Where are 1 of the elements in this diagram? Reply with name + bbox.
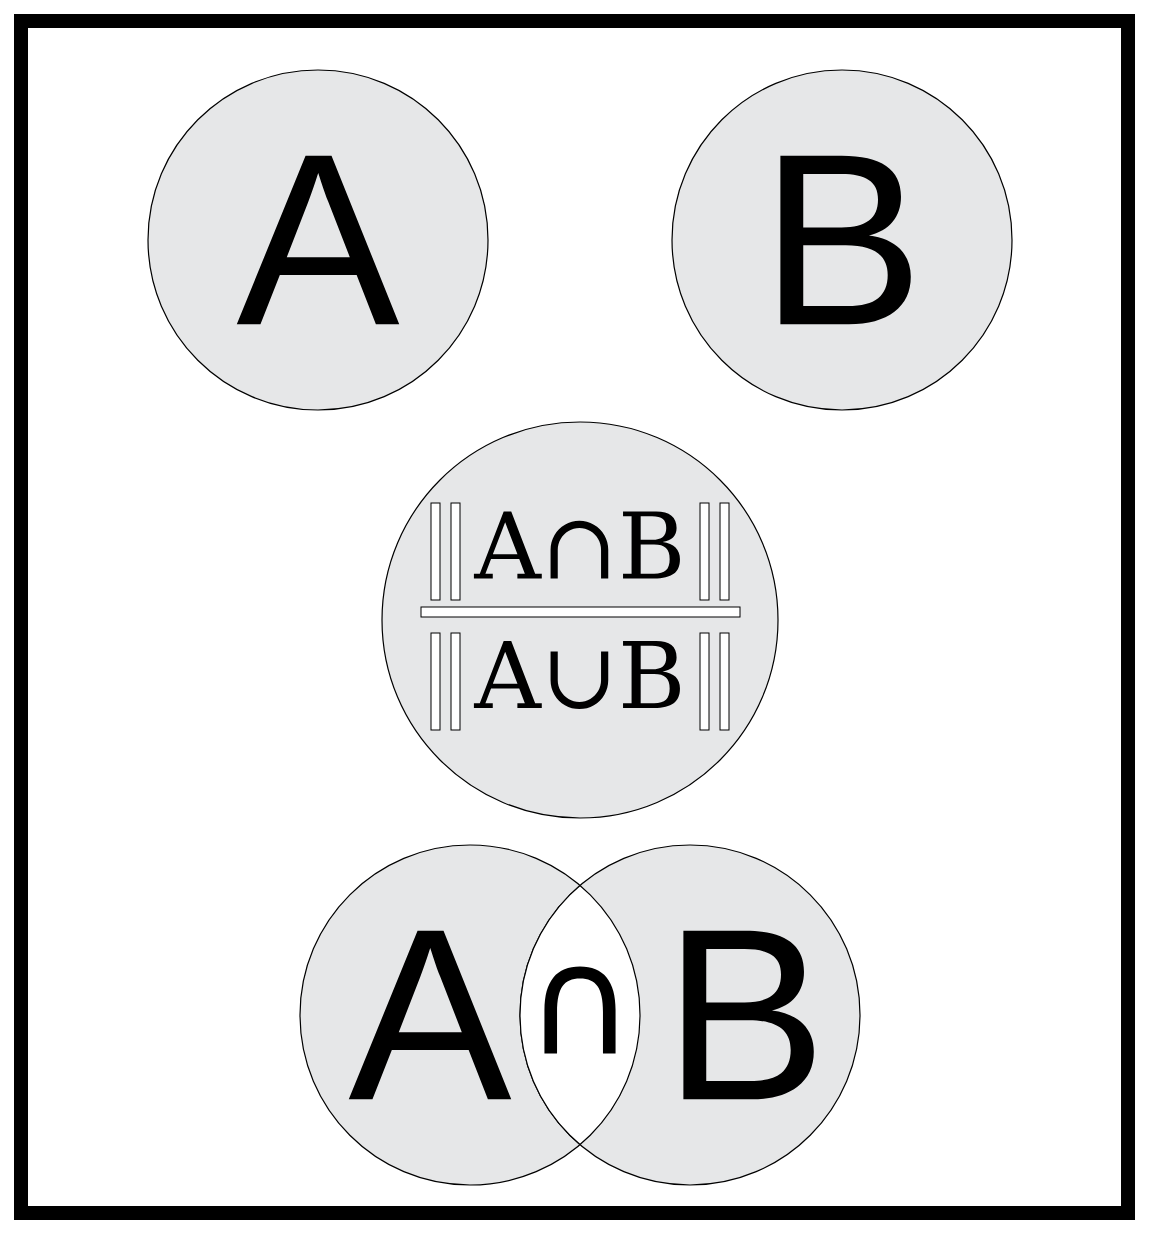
- intersection-region: ∩: [520, 845, 641, 1185]
